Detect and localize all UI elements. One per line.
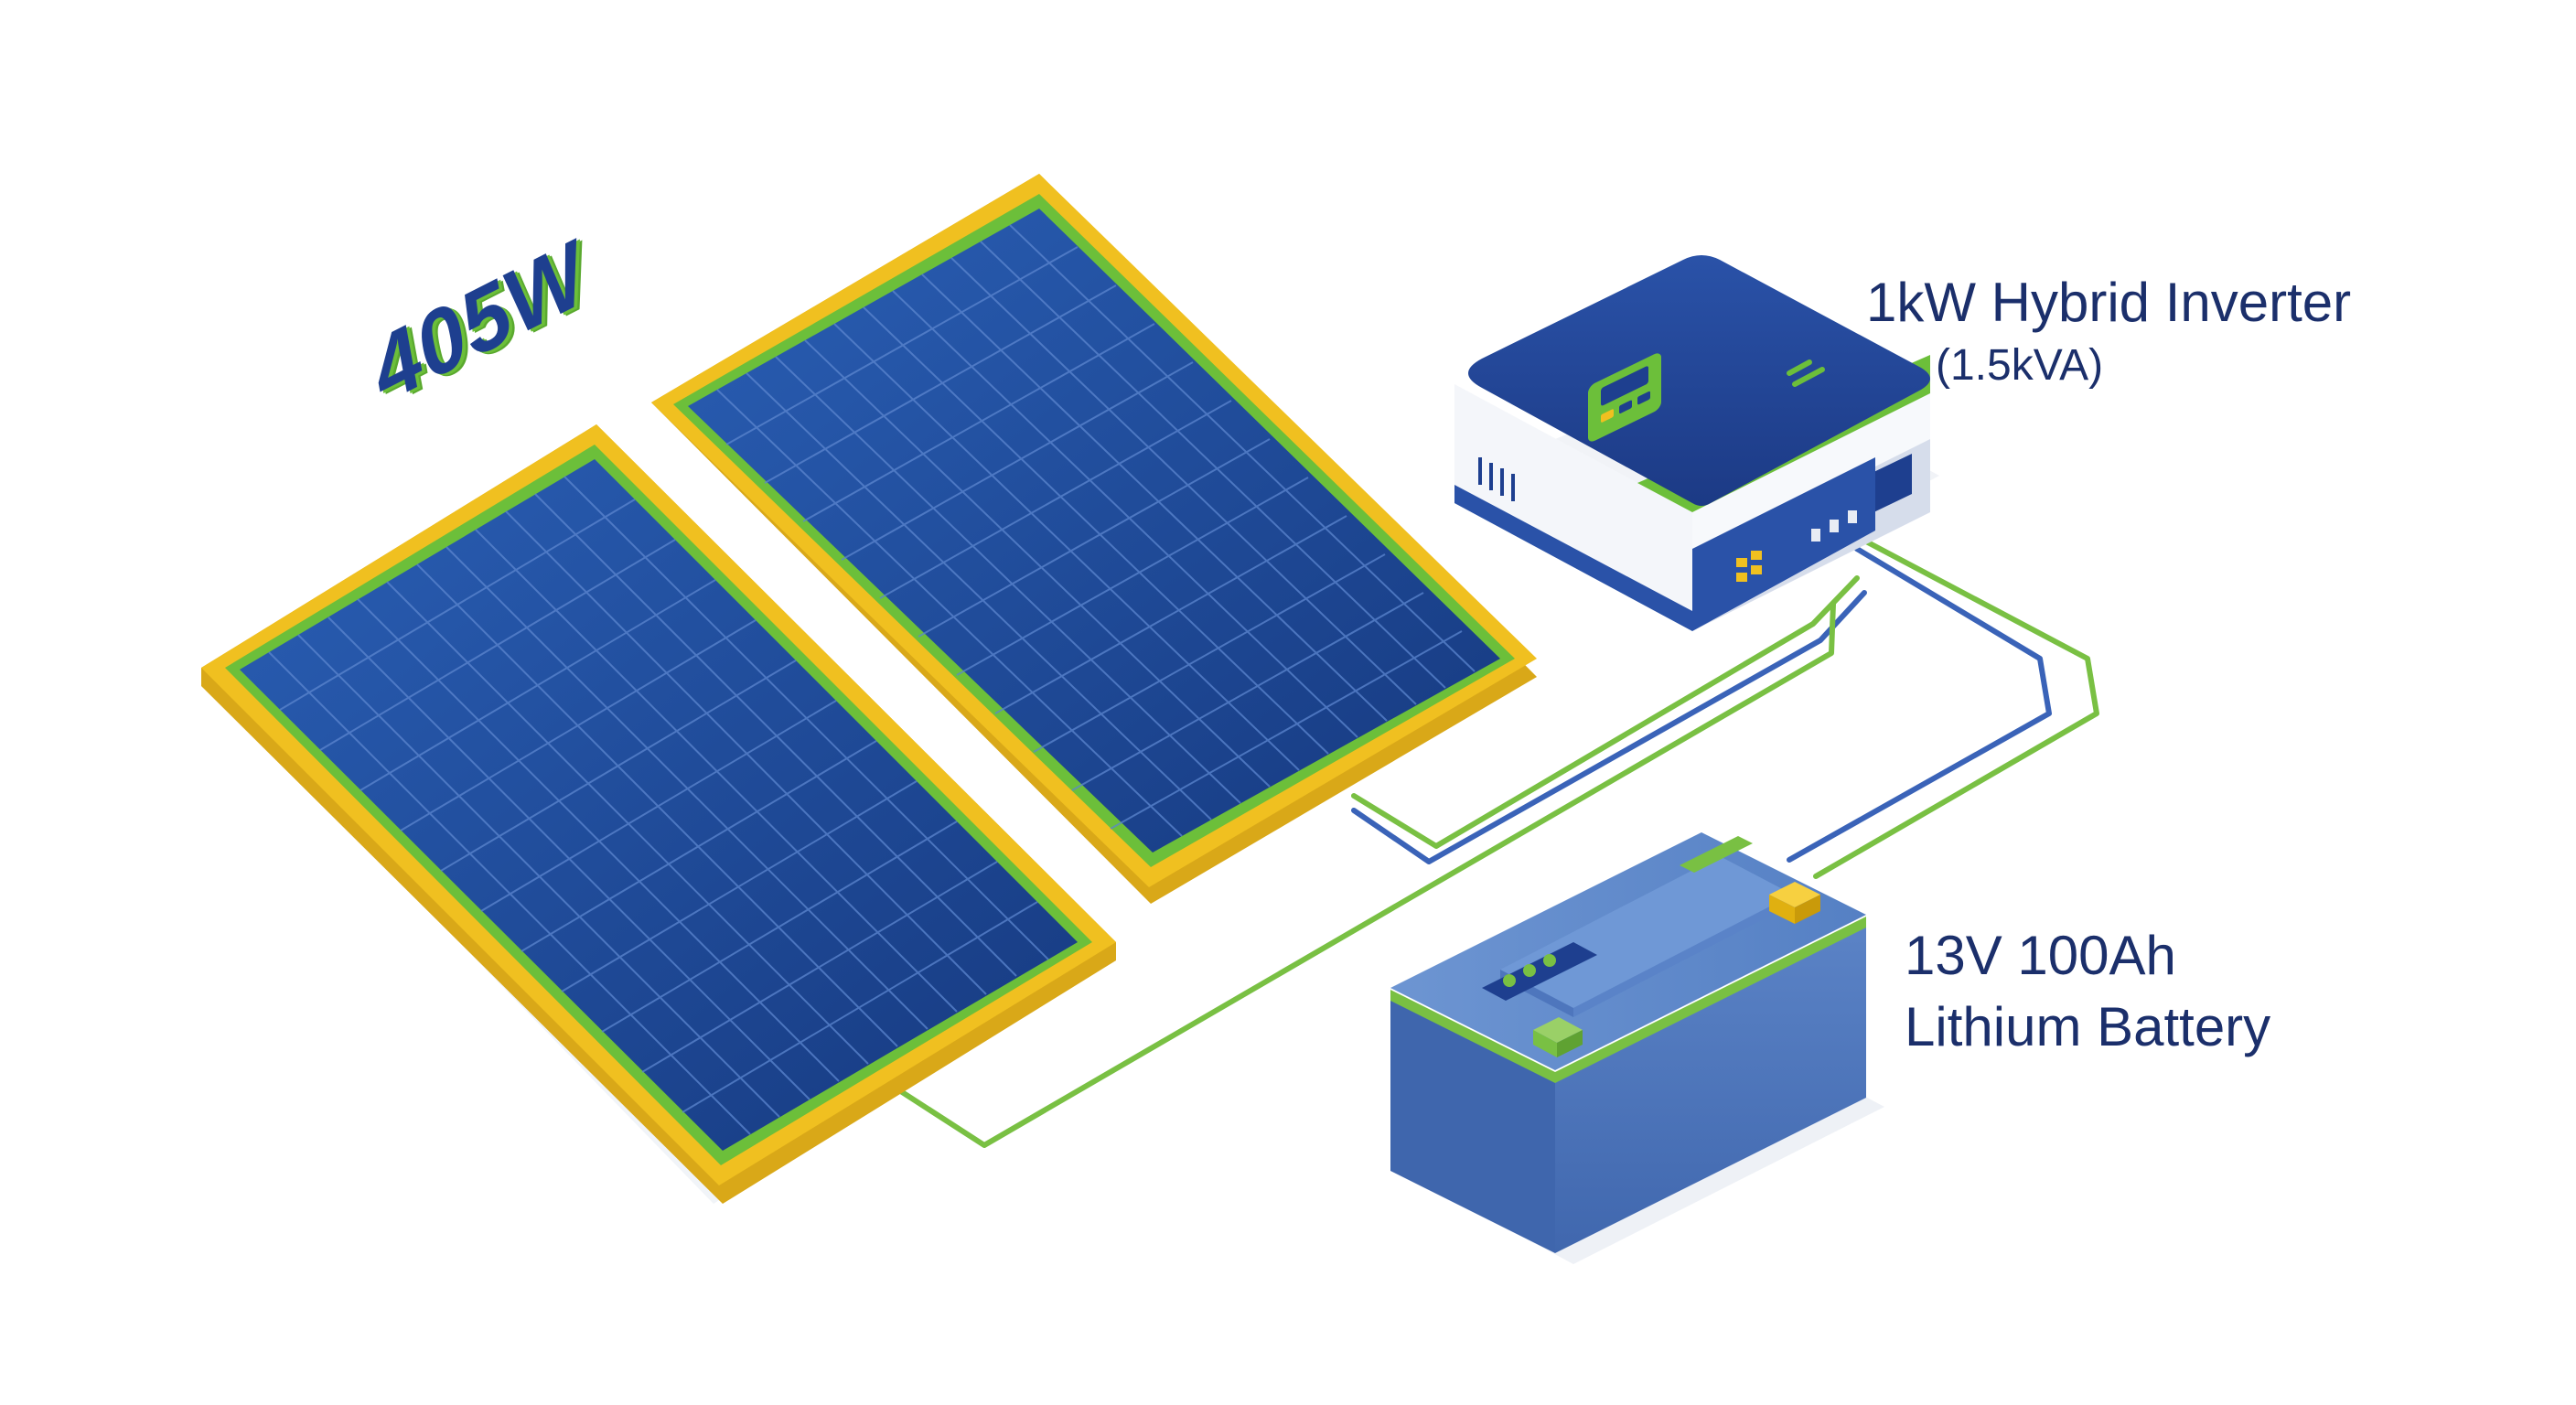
cable-panel1-to-inverter — [894, 601, 1836, 1148]
solar-panel-1 — [201, 424, 1116, 1204]
inverter-rating-label: (1.5kVA) — [1936, 341, 2104, 390]
solar-panel-2 — [651, 174, 1537, 904]
inverter-title-label: 1kW Hybrid Inverter — [1866, 272, 2352, 333]
cable-group — [894, 539, 2099, 1148]
cable-inverter-to-battery-green — [1813, 539, 2099, 879]
battery-terminal-negative — [1533, 1017, 1583, 1057]
lithium-battery-icon — [1390, 832, 1884, 1264]
cable-inverter-to-battery-blue — [1787, 546, 2052, 863]
battery-type-label: Lithium Battery — [1905, 996, 2271, 1057]
battery-title-label: 13V 100Ah — [1905, 925, 2176, 986]
cable-panel-to-inverter-green — [1351, 575, 1860, 849]
battery-terminal-positive — [1769, 882, 1820, 924]
cable-panel-to-inverter-blue — [1351, 590, 1867, 864]
hybrid-inverter-icon — [1454, 255, 1939, 631]
